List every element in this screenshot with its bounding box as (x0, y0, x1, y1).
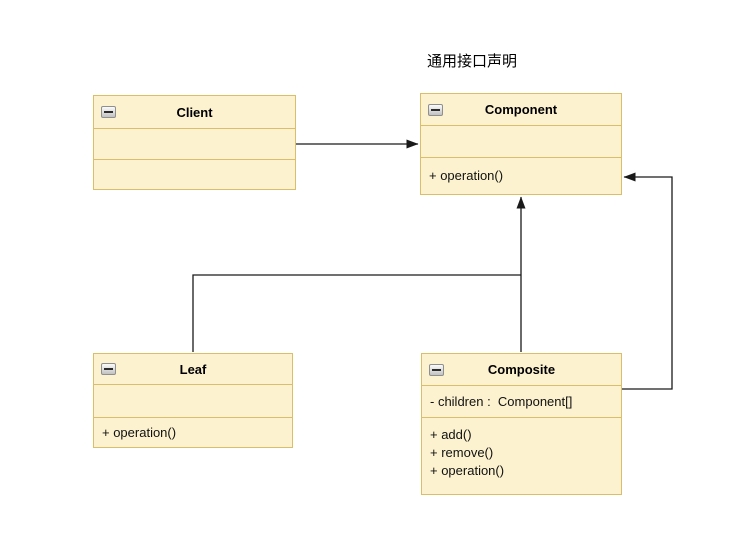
class-client-attributes (94, 129, 295, 160)
collapse-minus-icon[interactable] (429, 363, 444, 376)
method-item: + operation() (429, 168, 504, 183)
edge-composite-to-component-loop[interactable] (622, 172, 673, 390)
class-leaf-title: Leaf (179, 361, 207, 377)
class-leaf[interactable]: Leaf + operation() (93, 353, 293, 448)
class-client-title: Client (176, 104, 213, 120)
class-client[interactable]: Client (93, 95, 296, 190)
minus-glyph (432, 368, 441, 371)
class-component-methods: + operation() (421, 158, 621, 194)
collapse-minus-icon[interactable] (101, 363, 116, 375)
class-composite-attributes: - children : Component[] (422, 386, 621, 418)
attribute-item: - children : Component[] (430, 394, 573, 409)
collapse-minus-icon[interactable] (428, 103, 443, 116)
minus-glyph (104, 368, 113, 370)
edge-leaf-to-junction[interactable] (192, 274, 521, 352)
class-composite-header: Composite (422, 354, 621, 386)
class-composite-methods: + add() + remove() + operation() (422, 418, 621, 494)
class-composite-title: Composite (487, 362, 556, 377)
minus-glyph (104, 111, 113, 113)
class-component[interactable]: Component + operation() (420, 93, 622, 195)
annotation-label[interactable]: 通用接口声明 (427, 53, 518, 70)
class-leaf-methods: + operation() (94, 418, 292, 447)
class-component-title: Component (484, 102, 558, 117)
class-component-header: Component (421, 94, 621, 126)
class-client-header: Client (94, 96, 295, 129)
class-leaf-header: Leaf (94, 354, 292, 385)
class-composite[interactable]: Composite - children : Component[] + add… (421, 353, 622, 495)
method-item: + operation() (102, 425, 177, 440)
method-item: + add() (430, 427, 472, 442)
collapse-minus-icon[interactable] (101, 106, 116, 118)
class-component-attributes (421, 126, 621, 158)
class-client-methods (94, 160, 295, 189)
minus-glyph (431, 108, 440, 111)
method-item: + operation() (430, 463, 505, 478)
method-item: + remove() (430, 445, 494, 460)
class-leaf-attributes (94, 385, 292, 418)
